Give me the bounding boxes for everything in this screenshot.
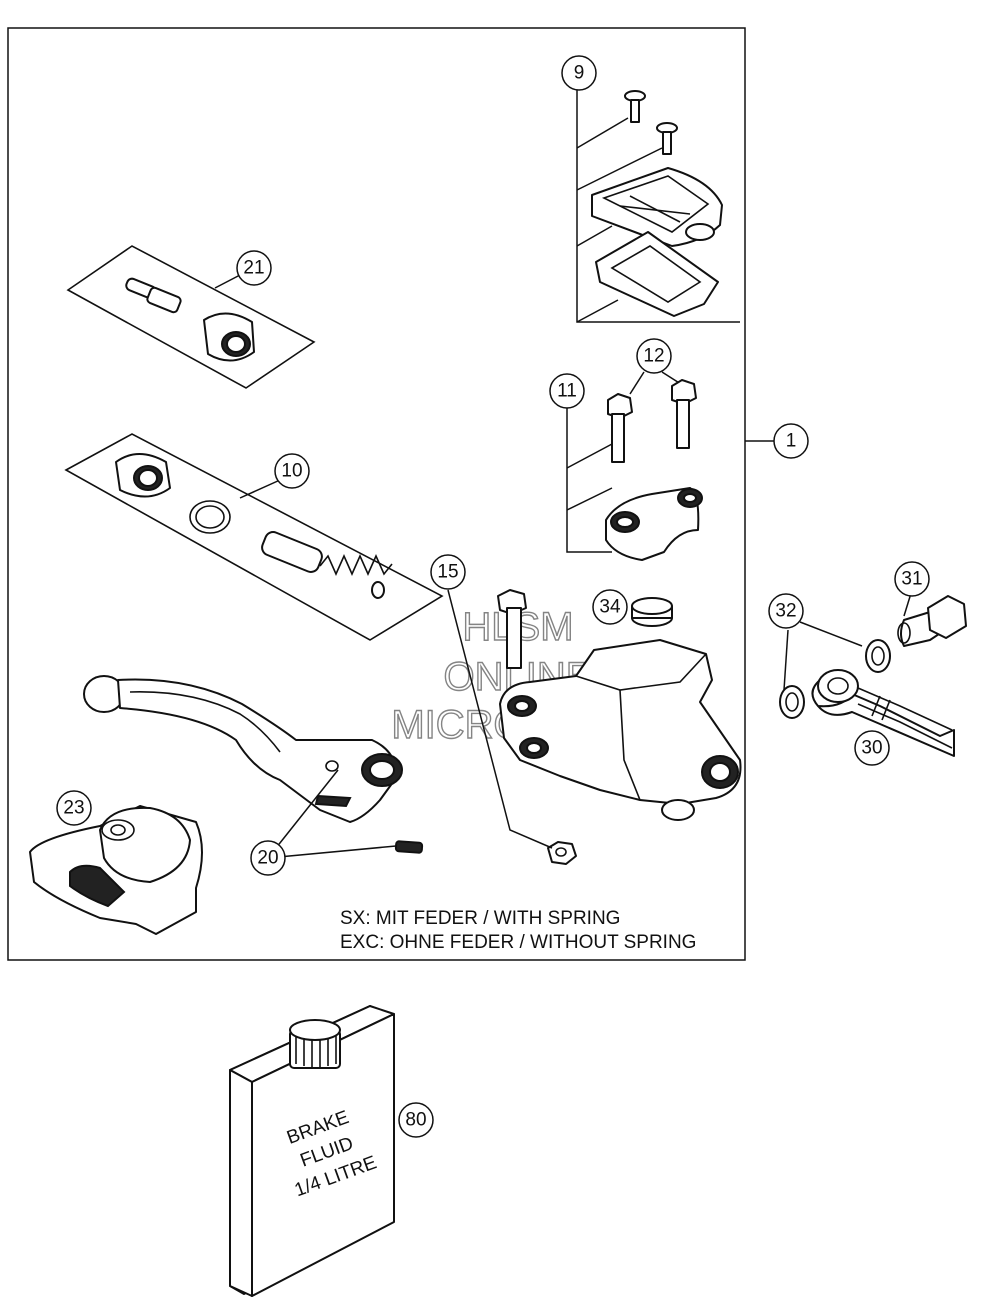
svg-text:31: 31 [901, 569, 922, 590]
assembly-frame [7, 27, 746, 961]
svg-text:20: 20 [257, 848, 278, 869]
svg-text:30: 30 [861, 738, 882, 759]
svg-text:32: 32 [775, 601, 796, 622]
part-23-lever-guard [29, 805, 203, 935]
callout-34: 34 [592, 589, 628, 625]
callout-80: 80 [398, 1102, 434, 1138]
callout-1: 1 [773, 423, 809, 459]
part-30-31-32-hose [779, 589, 967, 757]
svg-text:10: 10 [281, 461, 302, 482]
svg-text:15: 15 [437, 562, 458, 583]
svg-text:21: 21 [243, 258, 264, 279]
part-21-kit [66, 245, 316, 389]
svg-text:11: 11 [557, 381, 577, 402]
callout-11: 11 [549, 373, 585, 409]
svg-text:9: 9 [574, 63, 585, 84]
callout-9: 9 [561, 55, 597, 91]
callout-15: 15 [430, 554, 466, 590]
callout-12: 12 [636, 338, 672, 374]
callout-32: 32 [768, 593, 804, 629]
svg-text:34: 34 [599, 597, 621, 618]
note-sx: SX: MIT FEDER / WITH SPRING [340, 908, 620, 929]
callout-21: 21 [236, 250, 272, 286]
callout-20: 20 [250, 840, 286, 876]
brake-lever [83, 675, 403, 823]
part-80-brake-fluid-can: BRAKE FLUID 1/4 LITRE [229, 1005, 395, 1297]
part-10-piston-kit [64, 433, 444, 641]
svg-text:1: 1 [786, 431, 797, 452]
leader-15 [447, 589, 553, 849]
part-11-12-clamp [566, 371, 703, 561]
svg-text:12: 12 [643, 346, 664, 367]
svg-text:23: 23 [63, 798, 84, 819]
part-20-spring [267, 769, 424, 859]
note-exc: EXC: OHNE FEDER / WITHOUT SPRING [340, 932, 696, 953]
part-9-reservoir-cover [576, 90, 740, 323]
master-cylinder-body [497, 589, 742, 865]
svg-text:80: 80 [405, 1110, 426, 1131]
callout-23: 23 [56, 790, 92, 826]
callout-10: 10 [274, 453, 310, 489]
callout-30: 30 [854, 730, 890, 766]
callout-31: 31 [894, 561, 930, 597]
